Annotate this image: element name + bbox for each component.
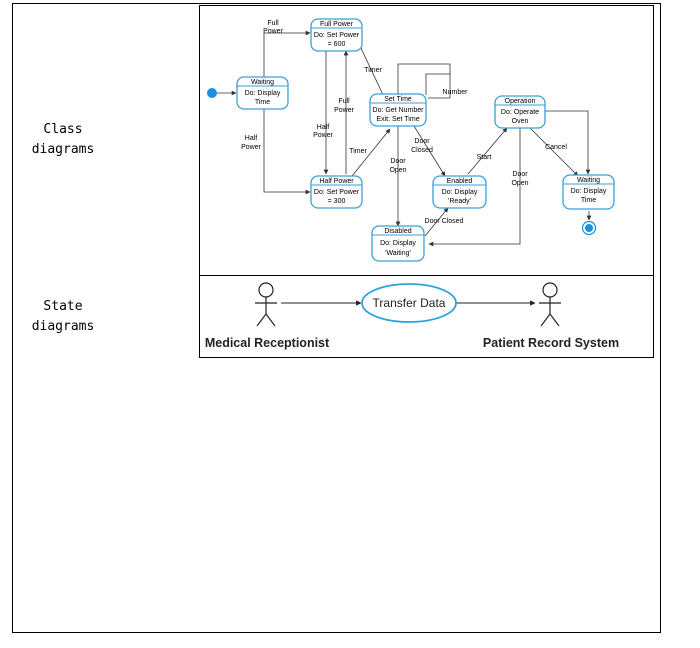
transition-label: Power	[241, 144, 262, 151]
state-action: Do: Get Number	[373, 107, 425, 114]
state-name: Set Time	[384, 96, 412, 103]
state-action: Exit: Set Time	[376, 116, 419, 123]
state-name: Waiting	[251, 79, 274, 86]
state-action: Do: Set Power	[314, 32, 360, 39]
state-half-power: Half Power Do: Set Power = 300	[310, 175, 363, 209]
state-action: Do: Display	[380, 240, 416, 247]
actor-name-left: Medical Receptionist	[205, 336, 330, 350]
state-action: Time	[255, 99, 270, 106]
state-set-time: Set Time Do: Get Number Exit: Set Time	[369, 93, 427, 127]
state-action: = 600	[328, 41, 346, 48]
actor-icon-left	[255, 282, 277, 327]
transition-label: Power	[334, 107, 355, 114]
state-waiting-left: Waiting Do: Display Time	[236, 76, 289, 110]
table-frame	[12, 3, 661, 633]
transition-label: Door	[512, 171, 528, 178]
actor-name-right: Patient Record System	[483, 336, 619, 350]
state-waiting-right: Waiting Do: Display Time	[562, 174, 615, 210]
state-full-power: Full Power Do: Set Power = 600	[310, 18, 363, 52]
transition-label: Door	[414, 138, 430, 145]
transition-label: Cancel	[545, 144, 567, 151]
state-name: Enabled	[447, 178, 473, 185]
state-action: Do: Display	[245, 90, 281, 97]
transition-label: Door Closed	[425, 218, 464, 225]
state-action: 'Ready'	[448, 198, 471, 205]
actor-icon-right	[539, 282, 561, 327]
transition-label: Power	[313, 132, 334, 139]
initial-node	[207, 88, 217, 98]
transition-label: Number	[443, 89, 469, 96]
transition-label: Open	[389, 167, 406, 174]
use-case-ellipse	[361, 283, 457, 323]
use-case-panel: Transfer Data Medical Receptionist Patie…	[199, 275, 654, 358]
transition-label: Timer	[349, 148, 367, 155]
state-diagram-panel: Waiting Do: Display Time Full Power Do: …	[199, 5, 654, 276]
row-label-class-diagrams: Class diagrams	[31, 122, 95, 157]
state-action: Do: Display	[442, 189, 478, 196]
state-action: Do: Set Power	[314, 189, 360, 196]
use-case-diagram: Transfer Data Medical Receptionist Patie…	[205, 282, 619, 350]
transition-label: Timer	[364, 67, 382, 74]
transition-label: Start	[477, 154, 492, 161]
state-action: Oven	[512, 118, 529, 125]
state-name: Operation	[505, 98, 536, 105]
transition-label: Full	[267, 20, 279, 27]
transition-label: Half	[245, 135, 258, 142]
state-name: Disabled	[384, 228, 411, 235]
state-action: = 300	[328, 198, 346, 205]
transition-label: Full	[338, 98, 350, 105]
state-name: Half Power	[319, 178, 354, 185]
state-action: Do: Operate	[501, 109, 539, 116]
final-node	[581, 220, 597, 236]
transition-label: Open	[511, 180, 528, 187]
use-case-label: Transfer Data	[373, 296, 446, 310]
transition-label: Half	[317, 124, 330, 131]
transition-label: Closed	[411, 147, 433, 154]
transition-label: Door	[390, 158, 406, 165]
state-name: Waiting	[577, 177, 600, 184]
state-action: Do: Display	[571, 188, 607, 195]
state-operation: Operation Do: Operate Oven	[494, 95, 546, 129]
transition-label: Power	[263, 28, 284, 35]
state-diagram: Waiting Do: Display Time Full Power Do: …	[207, 18, 615, 262]
state-name: Full Power	[320, 21, 354, 28]
row-label-state-diagrams: State diagrams	[31, 299, 95, 334]
state-enabled: Enabled Do: Display 'Ready'	[432, 175, 487, 209]
state-action: 'Waiting'	[385, 250, 411, 257]
state-disabled: Disabled Do: Display 'Waiting'	[371, 225, 425, 262]
state-action: Time	[581, 197, 596, 204]
